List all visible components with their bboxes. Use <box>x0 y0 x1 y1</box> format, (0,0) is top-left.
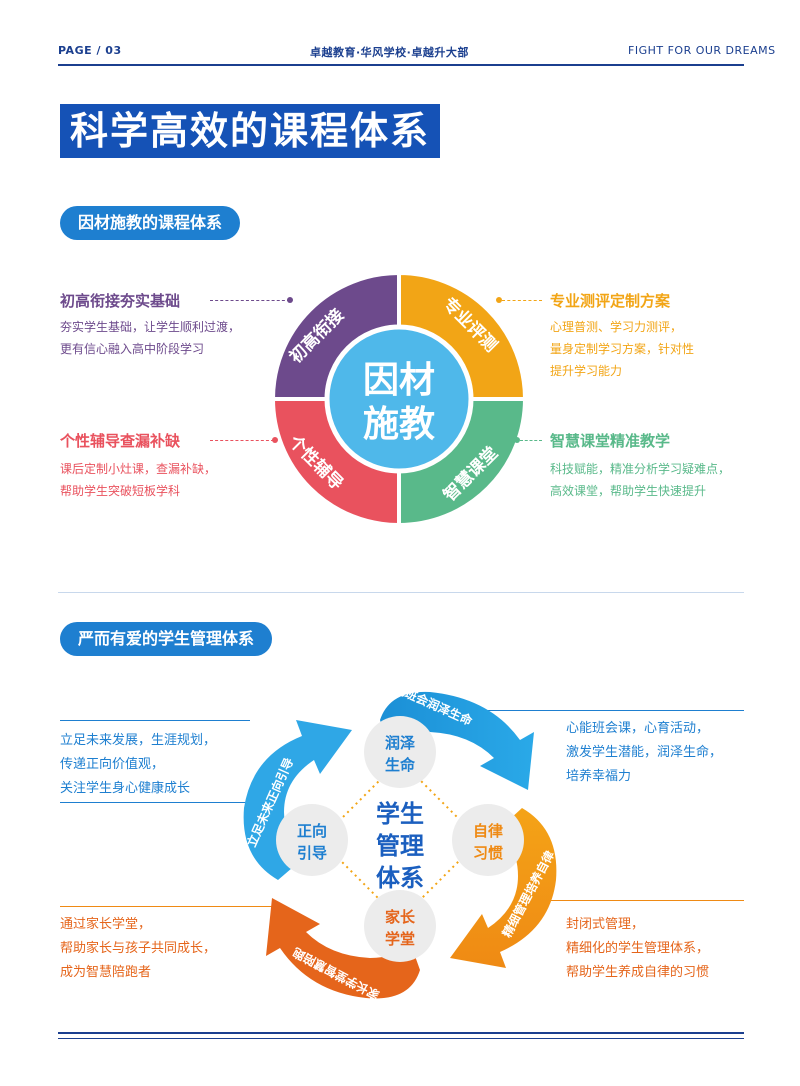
section-divider <box>58 592 744 593</box>
node-left-line2: 引导 <box>297 844 327 862</box>
right-top-rule <box>470 710 744 711</box>
footer-line-1 <box>58 1032 744 1034</box>
left-top-title: 初高衔接夯实基础 <box>60 292 181 310</box>
right-top-line2: 量身定制学习方案，针对性 <box>550 342 695 356</box>
mgmt-left-top-line3: 关注学生身心健康成长 <box>60 781 191 796</box>
mgmt-left-top-line2: 传递正向价值观， <box>60 757 165 772</box>
page-number: PAGE / 03 <box>58 44 122 57</box>
center-text-line1: 因材 <box>363 360 435 401</box>
header-school: 卓越教育·华风学校·卓越升大部 <box>310 46 469 59</box>
left-top-line1: 夯实学生基础，让学生顺利过渡， <box>60 320 241 334</box>
left-bottom-title: 个性辅导查漏补缺 <box>60 432 181 450</box>
mgmt-right-bottom-line1: 封闭式管理， <box>566 917 645 932</box>
left-bottom-leader <box>210 440 274 442</box>
node-bottom-line1: 家长 <box>385 908 416 926</box>
node-right <box>452 804 524 876</box>
right-bottom-rule <box>540 900 744 901</box>
left-bottom-line1: 课后定制小灶课，查漏补缺， <box>60 462 217 476</box>
center-text-line2: 施教 <box>363 404 435 445</box>
arrow-right <box>450 808 557 968</box>
left-top-line2: 更有信心融入高中阶段学习 <box>60 342 205 356</box>
center-title-2: 管理 <box>376 832 424 860</box>
right-top-title: 专业测评定制方案 <box>550 292 671 310</box>
page-title: 科学高效的课程体系 <box>60 104 441 158</box>
left-top-rule-bottom <box>60 802 250 803</box>
mgmt-right-top-line2: 激发学生潜能，润泽生命， <box>566 745 723 760</box>
mgmt-left-bottom-line2: 帮助家长与孩子共同成长， <box>60 941 217 956</box>
right-bottom-dot <box>514 437 520 443</box>
node-bottom-line2: 学堂 <box>385 930 415 948</box>
center-title-3: 体系 <box>376 864 424 892</box>
mgmt-left-bottom-line1: 通过家长学堂， <box>60 917 152 932</box>
mgmt-right-top-line1: 心能班会课，心育活动， <box>566 721 710 736</box>
left-bottom-dot <box>272 437 278 443</box>
arrow-top <box>380 691 534 790</box>
center-title-1: 学生 <box>376 800 424 828</box>
section2-pill: 严而有爱的学生管理体系 <box>60 622 273 656</box>
right-bottom-leader <box>520 440 542 442</box>
left-top-dot <box>287 297 293 303</box>
center-circle <box>324 324 474 474</box>
header-slogan: FIGHT FOR OUR DREAMS <box>628 44 776 57</box>
left-top-leader <box>210 300 290 302</box>
mgmt-left-top-line1: 立足未来发展，生涯规划， <box>60 733 217 748</box>
mgmt-right-bottom-line2: 精细化的学生管理体系， <box>566 941 710 956</box>
right-top-line3: 提升学习能力 <box>550 364 623 378</box>
footer-line-2 <box>58 1038 744 1039</box>
management-cycle: 心能班会润泽生命 精细管理培养自律 家长学堂智慧陪跑 立足未来正向引导 学生 管… <box>243 680 558 1003</box>
node-left <box>276 804 348 876</box>
node-top-line1: 润泽 <box>385 734 415 752</box>
node-right-line1: 自律 <box>473 822 503 840</box>
right-top-line1: 心理普测、学习力测评， <box>550 320 683 334</box>
node-bottom <box>364 890 436 962</box>
mgmt-left-bottom-line3: 成为智慧陪跑者 <box>60 965 152 980</box>
node-right-line2: 习惯 <box>473 844 503 862</box>
arrow-left <box>243 720 352 880</box>
course-wheel: 因材 施教 初高衔接 专业评测 智慧课堂 个性辅导 <box>270 270 528 528</box>
right-bottom-line1: 科技赋能，精准分析学习疑难点， <box>550 462 731 476</box>
node-left-line1: 正向 <box>297 822 327 840</box>
right-top-leader <box>502 300 542 302</box>
right-top-dot <box>496 297 502 303</box>
mgmt-right-top-line3: 培养幸福力 <box>566 769 632 784</box>
right-bottom-title: 智慧课堂精准教学 <box>550 432 671 450</box>
section1-pill: 因材施教的课程体系 <box>60 206 241 240</box>
left-bottom-rule <box>60 906 280 907</box>
left-top-rule <box>60 720 250 721</box>
header-divider <box>58 64 744 66</box>
node-top <box>364 716 436 788</box>
left-bottom-line2: 帮助学生突破短板学科 <box>60 484 181 498</box>
mgmt-right-bottom-line3: 帮助学生养成自律的习惯 <box>566 965 710 980</box>
node-top-line2: 生命 <box>385 756 416 774</box>
right-bottom-line2: 高效课堂，帮助学生快速提升 <box>550 484 707 498</box>
arrow-bottom <box>266 898 420 999</box>
